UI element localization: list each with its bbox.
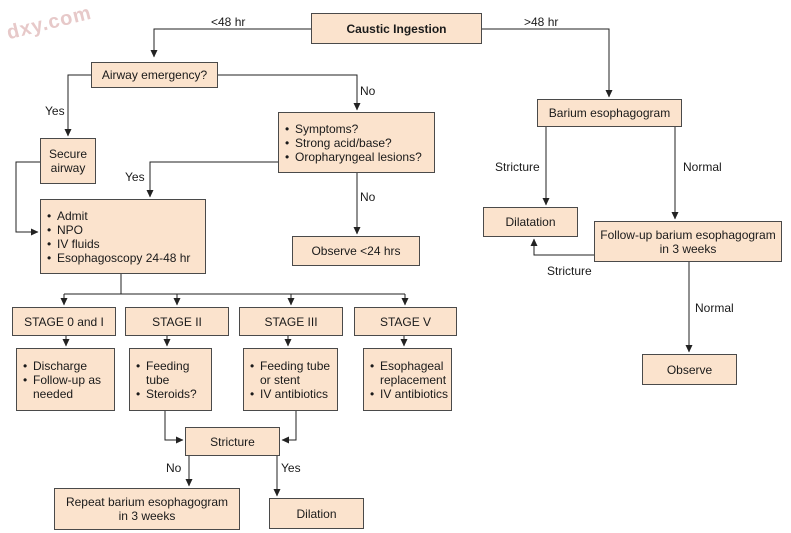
edge-caustic-airway — [150, 28, 311, 58]
node-followup-barium: Follow-up barium esophagogram in 3 weeks — [594, 221, 782, 262]
edge-caustic-barium — [482, 28, 613, 98]
stage0-list: Discharge Follow-up as needed — [23, 359, 114, 401]
label-normal-right: Normal — [683, 160, 722, 174]
secure-line-2: airway — [50, 161, 86, 175]
node-dilation: Dilation — [269, 498, 364, 529]
edge-symptoms-admit — [146, 161, 278, 198]
admit-item: NPO — [47, 223, 205, 237]
label-symptoms-yes: Yes — [125, 170, 145, 184]
node-barium-esophagogram: Barium esophagogram — [537, 99, 682, 127]
node-stage3-actions: Feeding tube or stent IV antibiotics — [243, 348, 338, 411]
repeat-line-2: in 3 weeks — [118, 509, 176, 523]
admit-list: Admit NPO IV fluids Esophagoscopy 24-48 … — [47, 209, 205, 265]
edge-stage3-stricture — [281, 411, 297, 444]
label-airway-yes: Yes — [45, 104, 65, 118]
stage0-item: Follow-up as needed — [23, 373, 105, 401]
node-symptoms: Symptoms? Strong acid/base? Oropharyngea… — [278, 112, 435, 173]
edge-followup-dilatation — [530, 238, 594, 256]
admit-item: Esophagoscopy 24-48 hr — [47, 251, 205, 265]
edge-airway-symptoms — [218, 74, 361, 111]
edge-secure-admit — [15, 161, 40, 236]
stage2-item: Steroids? — [136, 387, 211, 401]
symptoms-item: Oropharyngeal lesions? — [285, 150, 434, 164]
node-stage-5: STAGE V — [354, 307, 457, 336]
label-gt48: >48 hr — [524, 15, 559, 29]
stage3-item: Feeding tube or stent — [250, 359, 334, 387]
admit-item: Admit — [47, 209, 205, 223]
node-airway-emergency: Airway emergency? — [91, 62, 218, 88]
followup-line-2: in 3 weeks — [659, 241, 717, 256]
stage3-list: Feeding tube or stent IV antibiotics — [250, 359, 337, 401]
stage2-item: Feeding tube — [136, 359, 198, 387]
node-secure-airway: Secure airway — [40, 138, 96, 184]
node-stage0-actions: Discharge Follow-up as needed — [16, 348, 115, 411]
stage2-list: Feeding tube Steroids? — [136, 359, 211, 401]
symptoms-item: Symptoms? — [285, 122, 434, 136]
node-stage-0-1: STAGE 0 and I — [12, 307, 116, 336]
stage0-item: Discharge — [23, 359, 114, 373]
node-repeat-barium: Repeat barium esophagogram in 3 weeks — [54, 488, 240, 530]
label-symptoms-no: No — [360, 190, 376, 204]
label-followup-stricture: Stricture — [547, 264, 592, 278]
node-caustic-ingestion: Caustic Ingestion — [311, 13, 482, 44]
stage3-item: IV antibiotics — [250, 387, 337, 401]
node-stricture: Stricture — [185, 427, 280, 456]
repeat-line-1: Repeat barium esophagogram — [65, 495, 229, 509]
stage5-item: Esophageal replacement — [370, 359, 452, 387]
followup-line-1: Follow-up barium esophagogram — [600, 227, 776, 242]
secure-line-1: Secure — [48, 147, 88, 161]
node-observe: Observe — [642, 354, 737, 385]
label-stricture-left: Stricture — [495, 160, 540, 174]
stage5-list: Esophageal replacement IV antibiotics — [370, 359, 451, 401]
admit-item: IV fluids — [47, 237, 205, 251]
node-stage-3: STAGE III — [239, 307, 343, 336]
node-stage5-actions: Esophageal replacement IV antibiotics — [363, 348, 452, 411]
node-admit: Admit NPO IV fluids Esophagoscopy 24-48 … — [40, 199, 206, 274]
label-stricture-yes: Yes — [281, 461, 301, 475]
symptoms-list: Symptoms? Strong acid/base? Oropharyngea… — [285, 122, 434, 164]
label-lt48: <48 hr — [211, 15, 246, 29]
edge-airway-secure — [64, 74, 91, 137]
stage5-item: IV antibiotics — [370, 387, 451, 401]
node-dilatation: Dilatation — [483, 207, 578, 237]
symptoms-item: Strong acid/base? — [285, 136, 434, 150]
node-stage-2: STAGE II — [125, 307, 229, 336]
edge-stage2-stricture — [164, 411, 184, 444]
node-stage2-actions: Feeding tube Steroids? — [129, 348, 212, 411]
label-stricture-no: No — [166, 461, 182, 475]
label-followup-normal: Normal — [695, 301, 734, 315]
label-airway-no: No — [360, 84, 376, 98]
node-observe-24: Observe <24 hrs — [292, 236, 420, 266]
